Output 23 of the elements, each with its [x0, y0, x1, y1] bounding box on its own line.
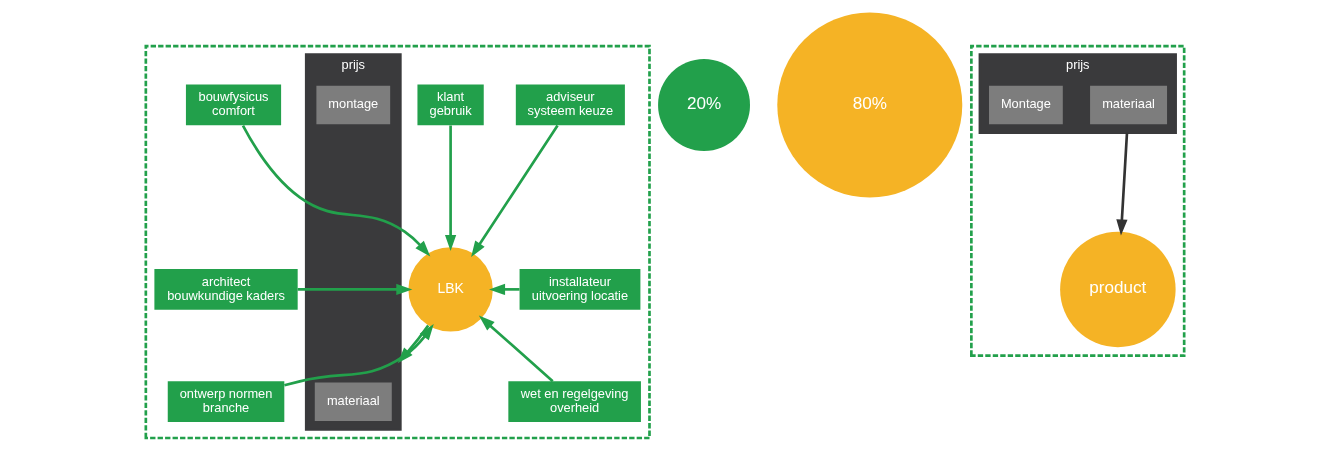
node-box: bouwfysicus comfort: [185, 84, 282, 126]
node-box: klant gebruik: [417, 84, 484, 126]
node-circle: 20%: [658, 58, 750, 151]
node-circle: product: [1060, 231, 1176, 348]
node-box: wet en regelgeving overheid: [508, 381, 641, 422]
node-box: Montage: [989, 85, 1063, 125]
node-box: materiaal: [314, 382, 392, 421]
cluster: [970, 44, 1186, 357]
node-box: architect bouwkundige kaders: [154, 269, 298, 310]
arrow: [1116, 132, 1129, 236]
arrow: [297, 283, 413, 295]
arrow: [471, 124, 559, 258]
node-box: adviseur systeem keuze: [515, 84, 625, 126]
node-circle: 80%: [777, 12, 963, 198]
node-box: installateur uitvoering locatie: [519, 269, 641, 310]
cluster: [144, 44, 651, 440]
arrow: [489, 283, 520, 295]
node-box: montage: [316, 85, 391, 125]
node-box: materiaal: [1090, 85, 1168, 125]
arrow: [444, 125, 457, 252]
arrow: [241, 124, 431, 257]
arrow: [478, 315, 554, 383]
node-box: ontwerp normen branche: [167, 381, 285, 422]
